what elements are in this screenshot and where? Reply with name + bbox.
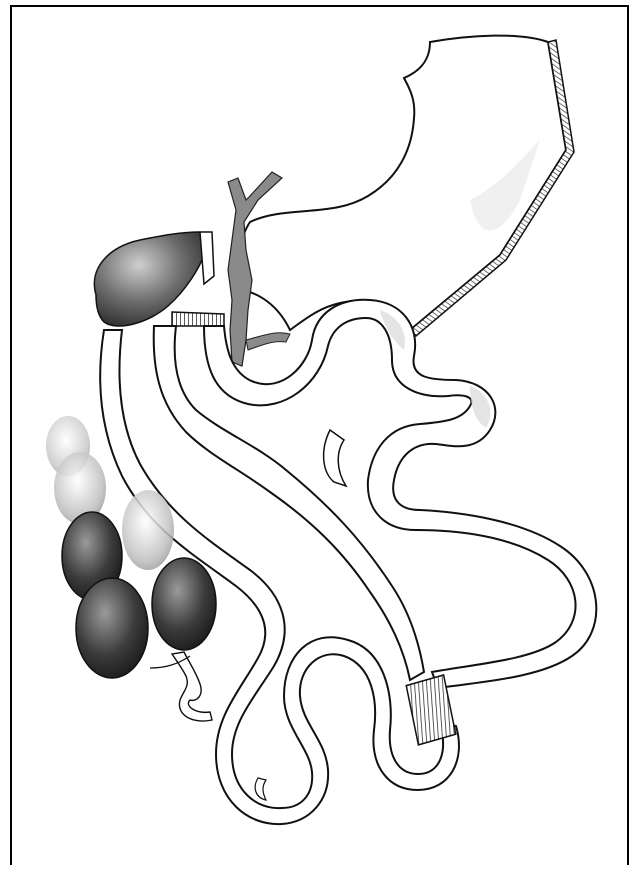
colon-segment-dark-2 (76, 578, 148, 678)
colon-segment-dark-3 (152, 558, 216, 650)
cystic-duct (200, 232, 214, 284)
roux-limb-fold (324, 430, 346, 486)
vessel-branch (246, 333, 290, 350)
ileum-fold-left (255, 778, 266, 800)
duodenal-stump (172, 312, 224, 326)
gallbladder (94, 232, 206, 326)
common-channel (100, 330, 459, 824)
colon-segment-faded-2 (122, 490, 174, 570)
